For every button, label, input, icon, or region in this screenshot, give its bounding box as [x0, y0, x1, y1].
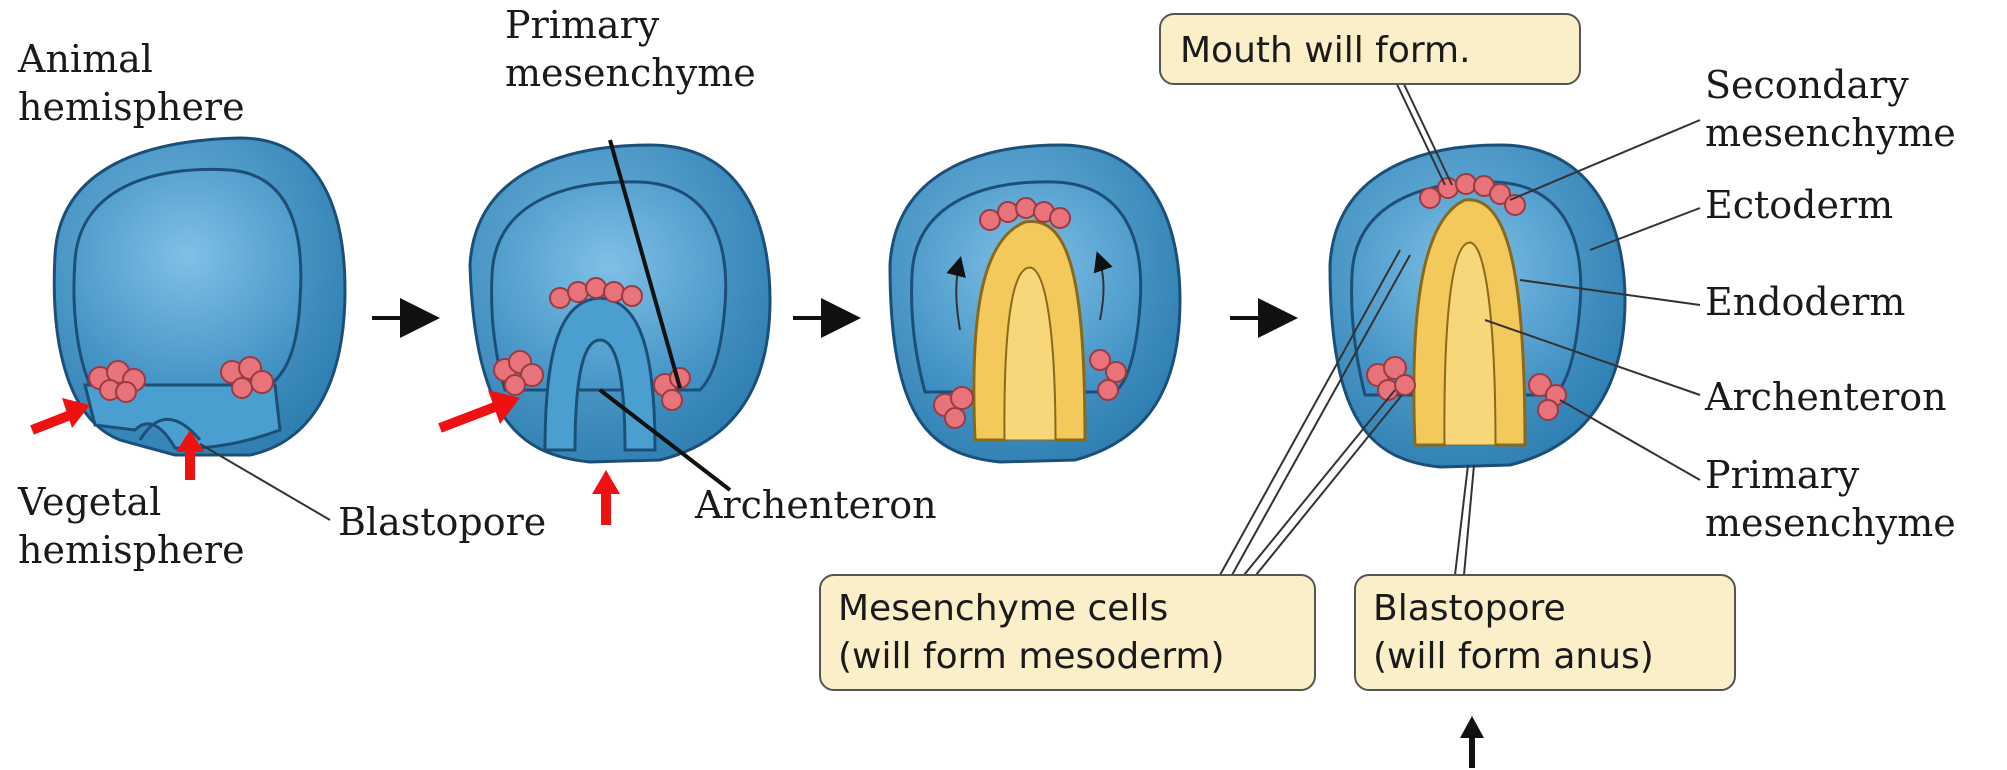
label-blastopore-1: Blastopore: [338, 500, 546, 544]
label-ectoderm: Ectoderm: [1705, 183, 1893, 227]
callout-blastopore-anus: Blastopore (will form anus): [1355, 575, 1735, 690]
stage-1-blastula: [32, 138, 345, 520]
stage-4-late-gastrula: [1330, 145, 1625, 467]
callout-mesenchyme-line-2: (will form mesoderm): [838, 636, 1225, 677]
label-vegetal-hemisphere-1: Vegetal: [17, 480, 161, 524]
label-secondary-mesenchyme-1: Secondary: [1705, 63, 1909, 107]
callout-mouth-text: Mouth will form.: [1180, 30, 1471, 71]
callout-blastopore-line-2: (will form anus): [1373, 636, 1654, 677]
label-primary-mesenchyme-right-2: mesenchyme: [1705, 501, 1956, 545]
label-archenteron-2: Archenteron: [694, 483, 937, 527]
leader-blastopore-1: [200, 444, 330, 520]
callout-blastopore-line-1: Blastopore: [1373, 588, 1566, 629]
label-endoderm: Endoderm: [1705, 280, 1905, 324]
label-primary-mesenchyme-right-1: Primary: [1705, 453, 1860, 497]
up-arrow-icon: [1460, 716, 1484, 768]
red-arrow-icon: [440, 405, 500, 428]
label-secondary-mesenchyme-2: mesenchyme: [1705, 111, 1956, 155]
label-archenteron-4: Archenteron: [1704, 375, 1947, 419]
callout-mouth: Mouth will form.: [1160, 14, 1580, 84]
label-primary-mesenchyme-top-1: Primary: [505, 3, 660, 47]
callout-mesenchyme-line-1: Mesenchyme cells: [838, 588, 1168, 629]
label-vegetal-hemisphere-2: hemisphere: [18, 528, 245, 572]
callout-mesenchyme-cells: Mesenchyme cells (will form mesoderm): [820, 575, 1315, 690]
embryo-1-cavity: [74, 169, 301, 385]
stage-2-early-gastrula: [440, 140, 770, 525]
stage-3-mid-gastrula: [890, 145, 1180, 462]
red-arrow-icon: [592, 470, 620, 494]
label-animal-hemisphere-1: Animal: [17, 37, 153, 81]
label-primary-mesenchyme-top-2: mesenchyme: [505, 51, 756, 95]
label-animal-hemisphere-2: hemisphere: [18, 85, 245, 129]
